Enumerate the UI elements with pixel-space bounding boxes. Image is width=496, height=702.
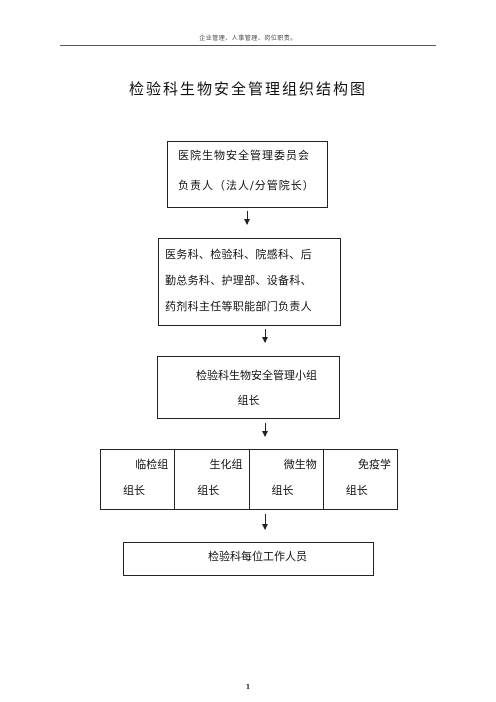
subgroup-cell: 免疫学 组长 [324,450,397,509]
lab-safety-group-box: 检验科生物安全管理小组 组长 [157,356,340,419]
subgroup-cell: 微生物 组长 [250,450,324,509]
subgroup-role: 组长 [197,484,220,497]
committee-name: 医院生物安全管理委员会 [178,149,310,162]
subgroup-name: 免疫学 [358,458,391,471]
subgroup-name: 微生物 [283,458,317,471]
staff-label: 检验科每位工作人员 [208,550,307,563]
down-arrow-icon [262,329,268,343]
departments-line: 医务科、检验科、院感科、后 [165,248,312,261]
subgroup-cell: 生化组 组长 [175,450,250,509]
header-divider [60,45,436,46]
departments-line: 药剂科主任等职能部门负责人 [165,300,312,313]
subgroups-row: 临检组 组长 生化组 组长 微生物 组长 免疫学 组长 [100,449,398,510]
departments-line: 勤总务科、护理部、设备科、 [165,274,312,287]
lab-group-role: 组长 [237,394,260,407]
subgroup-role: 组长 [271,484,294,497]
subgroup-role: 组长 [123,484,145,497]
page-number: 1 [245,684,251,691]
staff-box: 检验科每位工作人员 [123,542,374,576]
lab-group-name: 检验科生物安全管理小组 [196,369,317,382]
down-arrow-icon [262,514,268,530]
subgroup-name: 临检组 [135,458,169,471]
document-title: 检验科生物安全管理组织结构图 [128,80,367,98]
header-note: 企业管理、人事管理、岗位职责。 [199,35,297,42]
committee-leader: 负责人（法人/分管院长） [178,179,315,192]
subgroup-name: 生化组 [209,458,243,471]
subgroup-role: 组长 [345,484,368,497]
committee-box: 医院生物安全管理委员会 负责人（法人/分管院长） [167,141,328,208]
down-arrow-icon [244,211,250,225]
down-arrow-icon [262,423,268,437]
subgroup-cell: 临检组 组长 [101,450,176,509]
departments-box: 医务科、检验科、院感科、后 勤总务科、护理部、设备科、 药剂科主任等职能部门负责… [158,238,341,326]
